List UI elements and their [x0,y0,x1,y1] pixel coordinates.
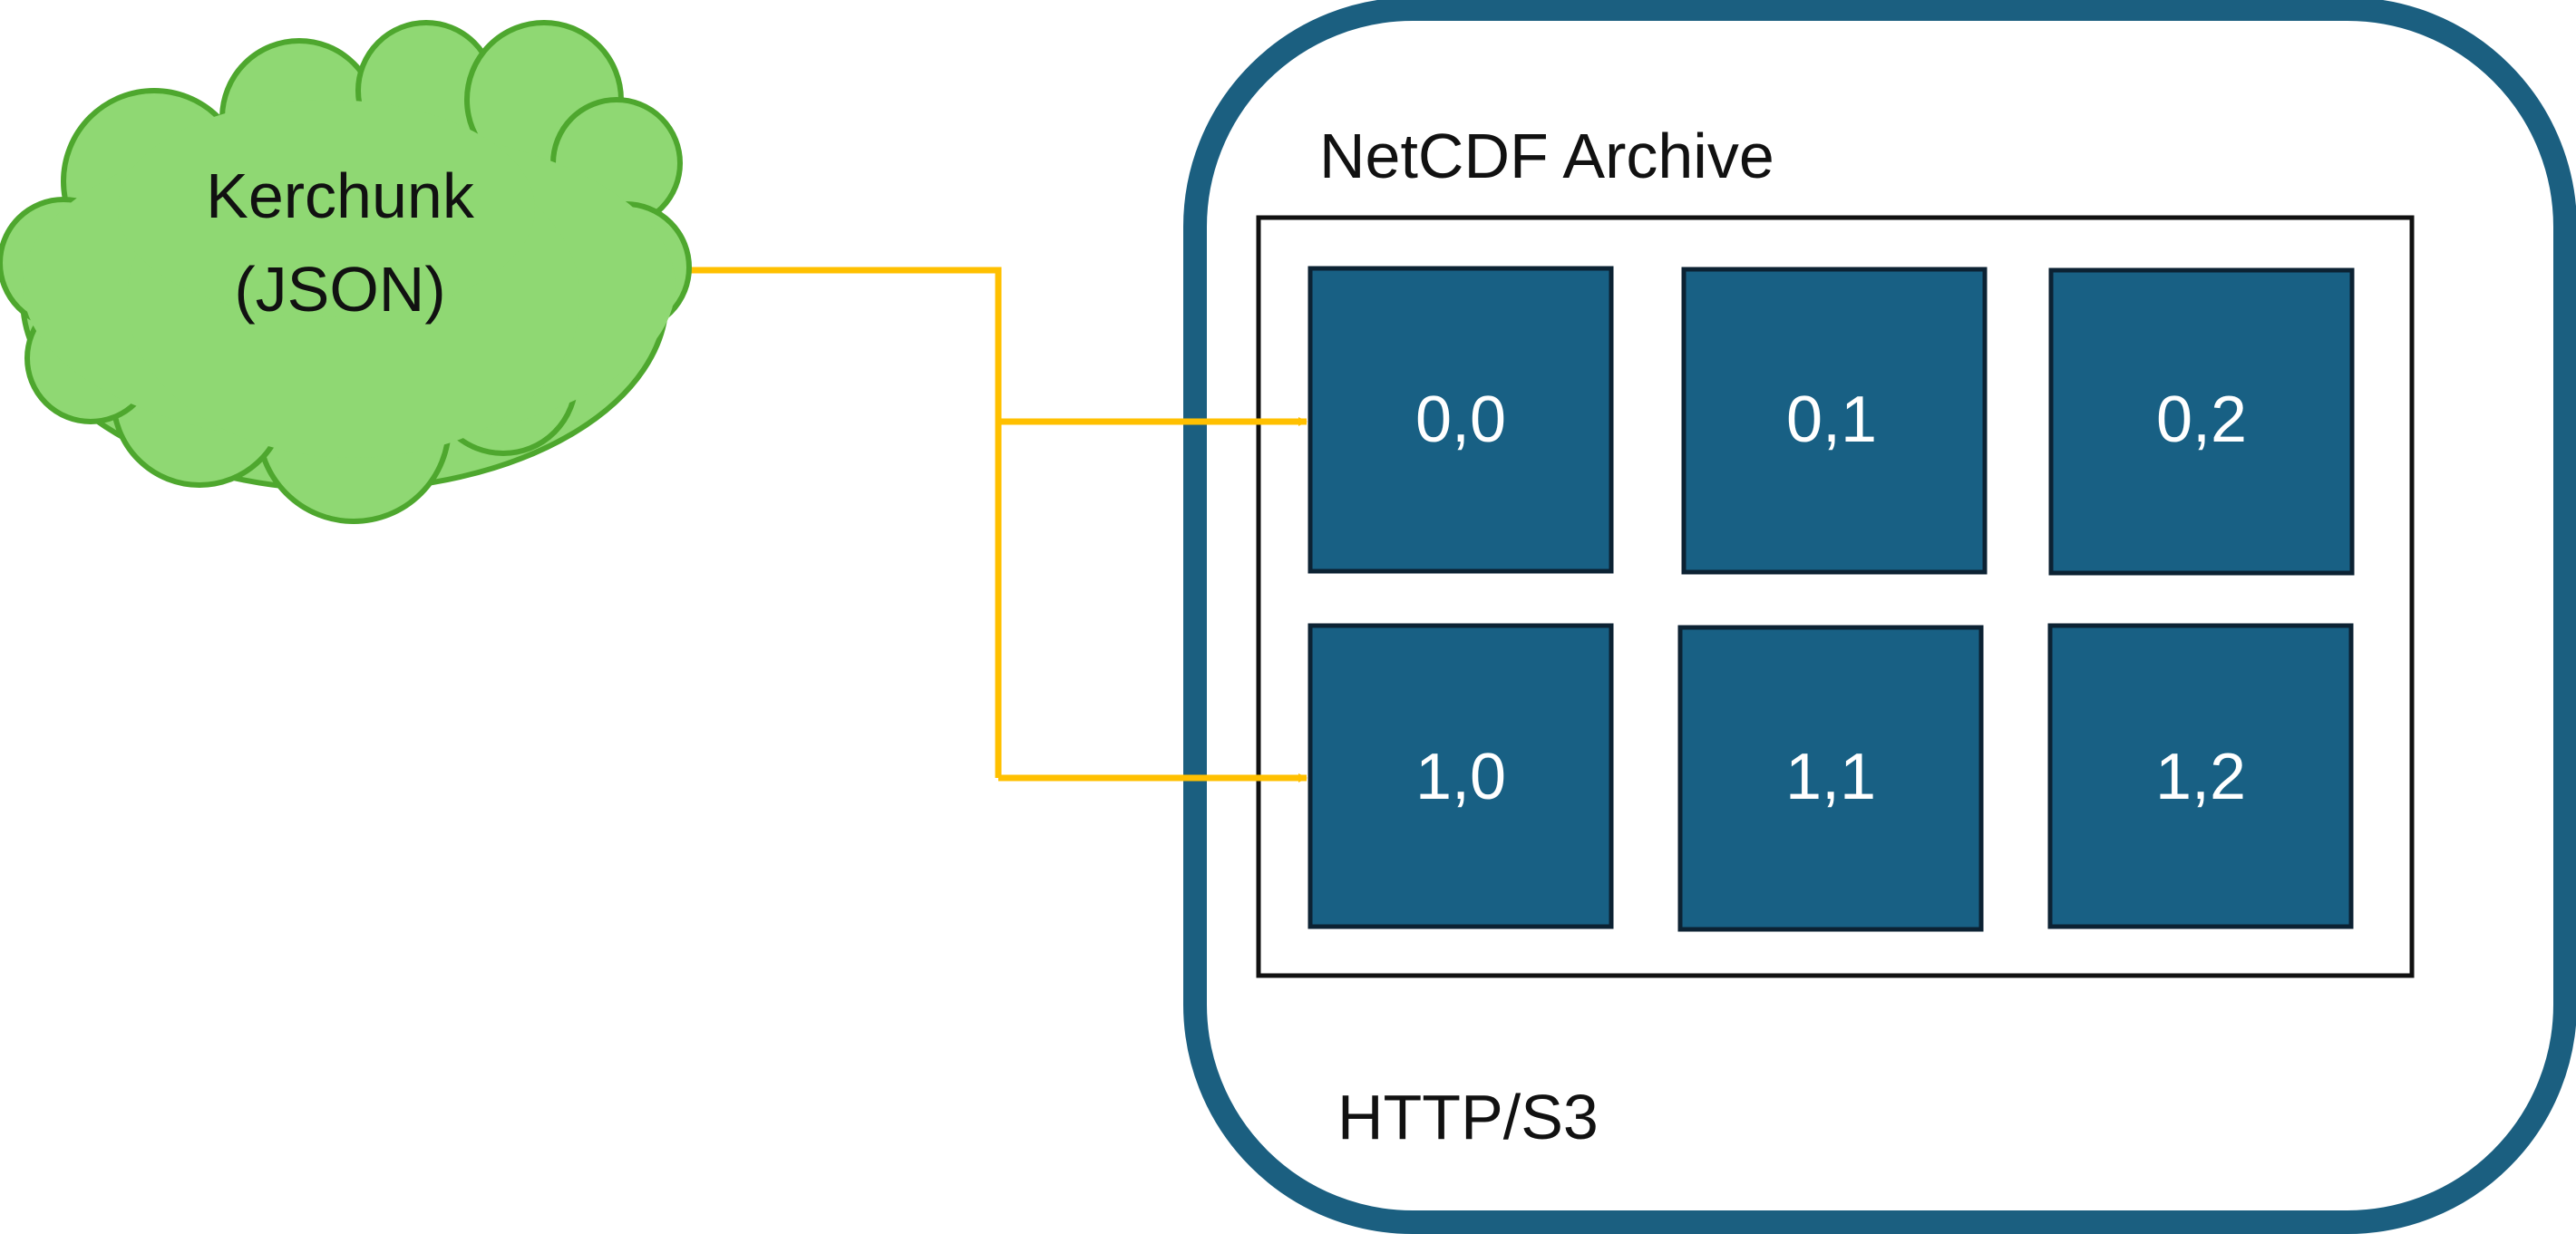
chunk-grid: 0,0 0,1 0,2 1,0 1,1 1,2 [1307,266,2355,932]
chunk-label: 0,1 [1786,384,1877,456]
source-subtitle: (JSON) [234,254,445,325]
connector-trunk [684,267,1002,778]
chunk-0-2: 0,2 [2048,267,2355,576]
chunk-1-2: 1,2 [2047,623,2354,929]
reference-connectors [684,267,1307,782]
container-label: HTTP/S3 [1337,1082,1599,1152]
chunk-1-0: 1,0 [1307,623,1614,929]
chunk-label: 1,1 [1785,741,1876,813]
chunk-label: 0,2 [2156,384,2247,456]
kerchunk-cloud-icon [0,20,692,524]
chunk-0-1: 0,1 [1681,267,1988,575]
chunk-label: 0,0 [1415,384,1506,456]
source-title: Kerchunk [206,160,475,231]
archive-title: NetCDF Archive [1319,121,1774,191]
chunk-0-0: 0,0 [1307,266,1614,574]
chunk-label: 1,2 [2155,741,2246,813]
chunk-1-1: 1,1 [1677,625,1984,932]
chunk-label: 1,0 [1415,741,1506,813]
